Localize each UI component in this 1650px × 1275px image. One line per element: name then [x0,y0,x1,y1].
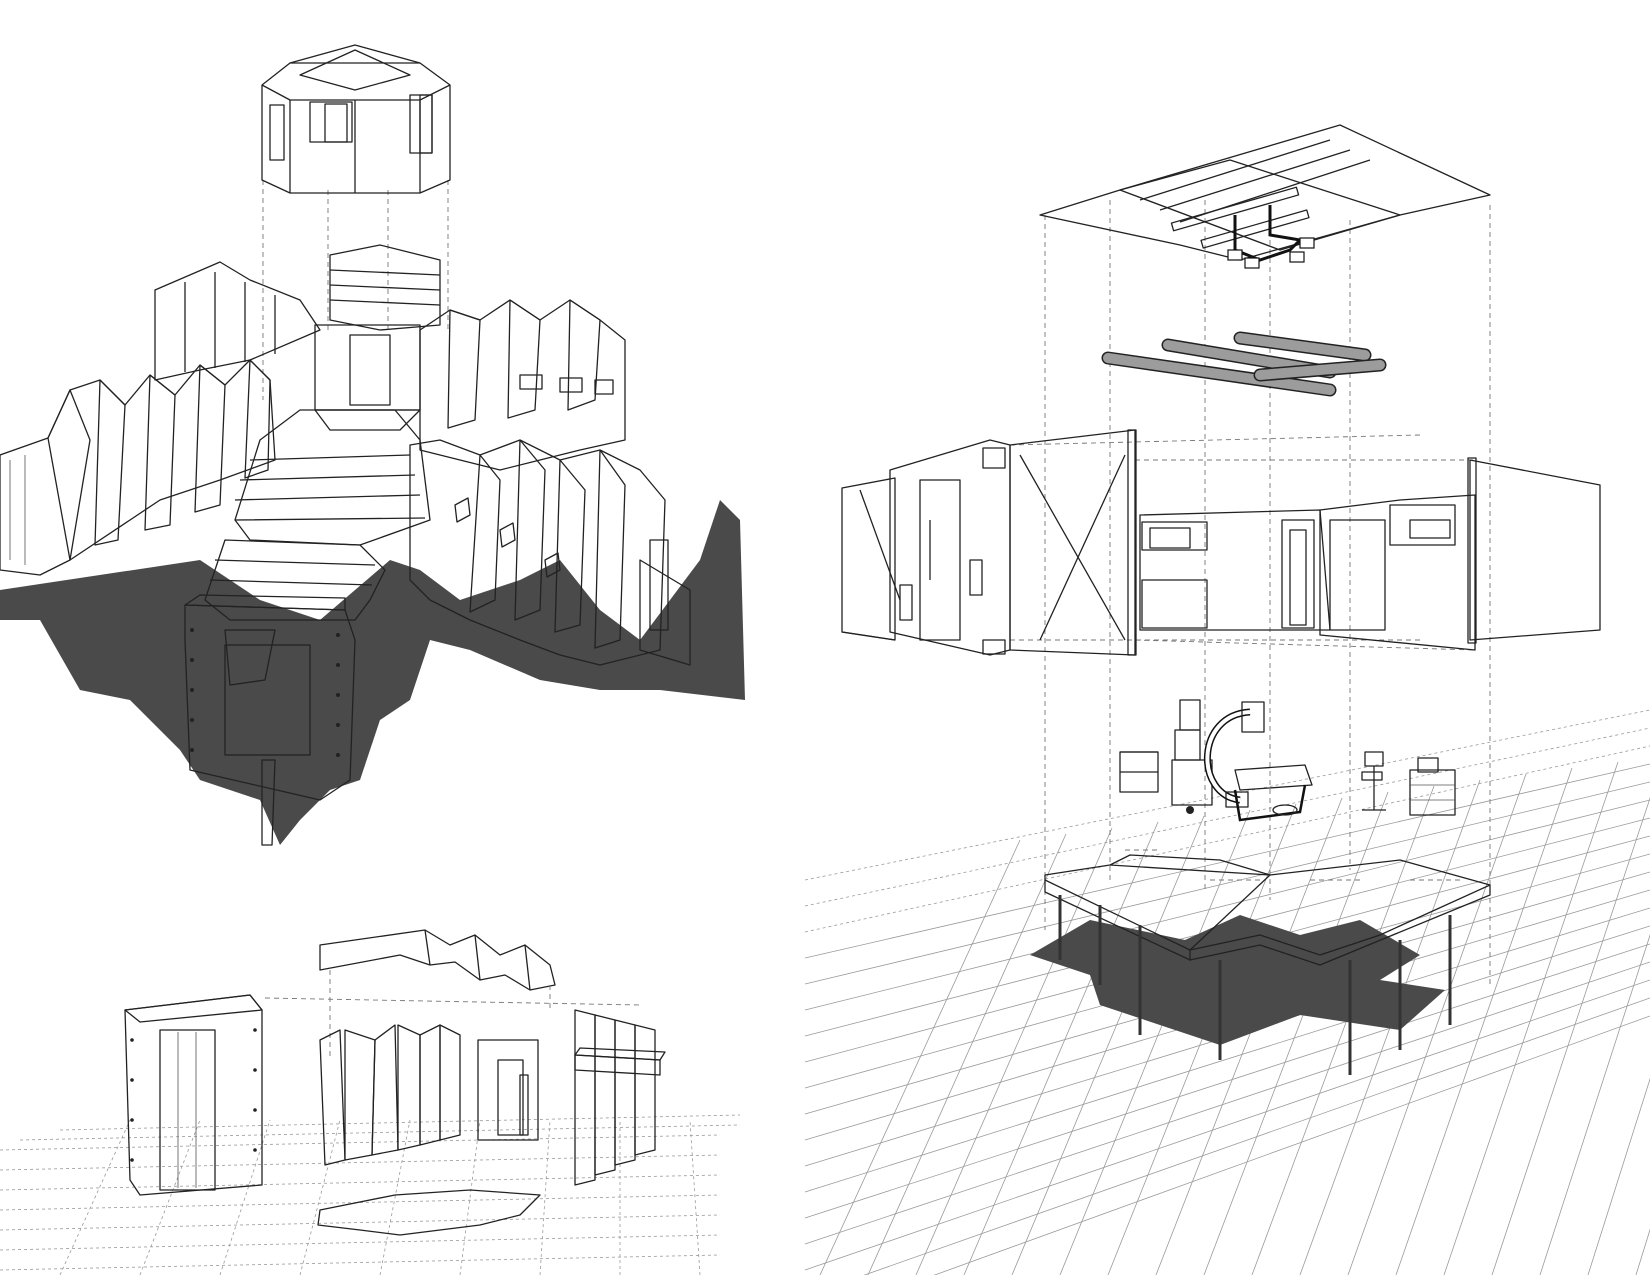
grid-line [804,763,1650,959]
operating-table [1233,764,1313,822]
grid-line [1155,797,1343,1275]
module-floor-grid [0,1114,741,1275]
side-table [1119,751,1159,793]
grid-line [1203,791,1389,1275]
grid-line [804,727,1650,907]
grid-line [1443,761,1619,1275]
grid-line [804,979,1650,1271]
floor-platform [1030,854,1491,1075]
grid-line [863,997,1650,1275]
grid-line [915,827,1113,1275]
equipment-layer [1119,699,1460,881]
grid-line [804,799,1650,1011]
grid-line [963,821,1159,1275]
operating-lamp-icon [1227,205,1315,269]
grid-line [933,1015,1650,1275]
grid-line [1251,785,1435,1275]
modular-pavilion-cluster [0,44,745,846]
octagonal-pavilion-icon [261,44,451,194]
grid-line [1491,796,1650,1275]
platform-shadow [1030,915,1445,1045]
single-module-exploded [0,929,741,1275]
monitor-cart-icon [1361,751,1386,811]
grid-line [1011,815,1205,1275]
grid-line [804,961,1650,1245]
operating-room-exploded [804,124,1650,1275]
grid-line [867,833,1067,1275]
grid-line [1059,809,1251,1275]
equipment-trolley [1409,757,1456,816]
module-roof-panel [319,929,556,991]
ceiling-panel [1039,124,1491,261]
grid-line [1347,773,1527,1275]
grid-line [804,943,1650,1219]
grid-line [819,839,1021,1275]
grid-line [1587,1077,1650,1275]
module-floor-plate [317,1189,541,1236]
c-arm-icon [1204,701,1265,808]
grid-line [1395,767,1573,1275]
grid-line [1107,803,1297,1275]
cluster-ground-shadow [0,500,745,845]
grid-line [804,745,1650,933]
grid-line [804,925,1650,1193]
grid-line [804,781,1650,985]
grid-line [1539,933,1650,1275]
wall-layer [841,429,1601,656]
duct-pipes [1101,331,1387,397]
